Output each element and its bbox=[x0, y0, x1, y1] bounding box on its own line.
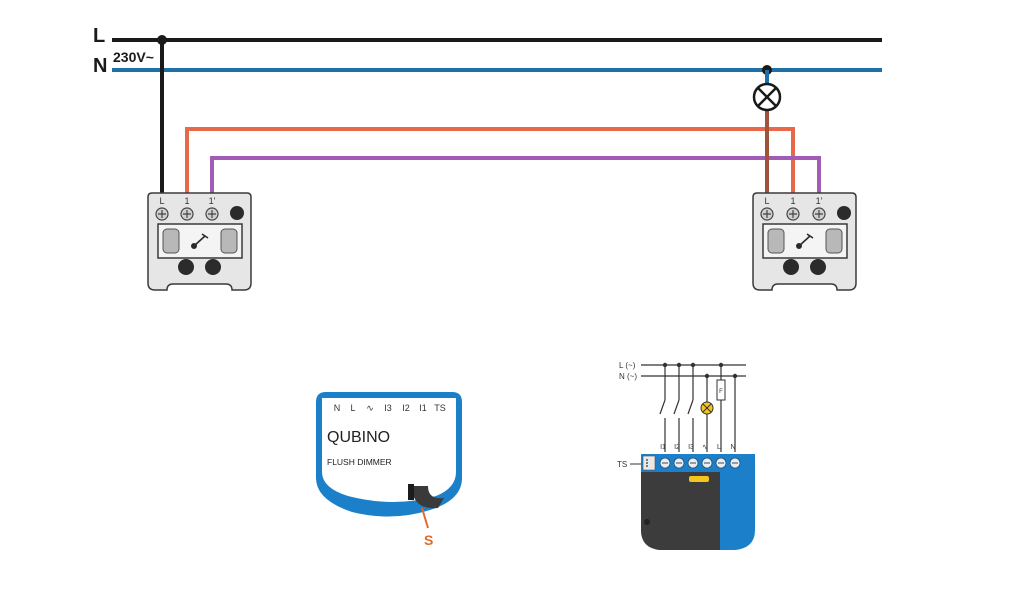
module-product: FLUSH DIMMER bbox=[327, 457, 392, 467]
schematic-terminal-labels: I1 I2 I3 ∿ L N bbox=[660, 444, 735, 451]
button-label: S bbox=[424, 532, 433, 548]
switch-left: L 1 1' bbox=[147, 192, 252, 291]
schematic-fuse-label: F bbox=[719, 389, 723, 395]
traveler-2-wire bbox=[210, 156, 821, 200]
module-terminal-n: N bbox=[334, 403, 341, 413]
switch-symbol-icon bbox=[190, 233, 209, 249]
schematic-neutral-label: N (~) bbox=[619, 372, 637, 381]
module-service-button bbox=[408, 484, 444, 509]
module-terminal-out: ∿ bbox=[366, 403, 374, 413]
neutral-label: N bbox=[93, 55, 107, 77]
switch-left-terminal-l: L bbox=[159, 196, 164, 206]
switch-left-terminal-1p: 1' bbox=[209, 196, 216, 206]
traveler-1-wire bbox=[185, 127, 795, 200]
switch-wires bbox=[160, 40, 821, 200]
lamp-icon bbox=[752, 82, 782, 112]
module-terminal-l: L bbox=[350, 403, 355, 413]
schematic-fuse-icon: F bbox=[716, 379, 726, 401]
switch-right-terminal-1: 1 bbox=[790, 196, 795, 206]
switch-right-terminal-l: L bbox=[764, 196, 769, 206]
module-brand: QUBINO bbox=[327, 429, 390, 446]
line-label: L bbox=[93, 25, 105, 47]
button-pointer-line bbox=[421, 507, 429, 529]
module-terminal-i1: I1 bbox=[419, 403, 427, 413]
schematic-terminal-i2: I2 bbox=[674, 444, 680, 451]
connection-schematic: L (~) N (~) bbox=[617, 361, 755, 550]
schematic-terminal-i3: I3 bbox=[688, 444, 694, 451]
schematic-terminal-i1: I1 bbox=[660, 444, 666, 451]
voltage-label: 230V~ bbox=[113, 49, 154, 65]
schematic-terminal-out: ∿ bbox=[702, 444, 708, 451]
module-terminal-labels: N L ∿ I3 I2 I1 TS bbox=[334, 403, 446, 413]
switch-left-terminal-1: 1 bbox=[184, 196, 189, 206]
schematic-line-label: L (~) bbox=[619, 361, 636, 370]
schematic-terminal-n: N bbox=[730, 444, 735, 451]
schematic-lamp-icon bbox=[700, 401, 714, 415]
switch-right: L 1 1' bbox=[752, 192, 857, 291]
module-terminal-i3: I3 bbox=[384, 403, 392, 413]
switch-symbol-icon bbox=[795, 233, 814, 249]
qubino-module: N L ∿ I3 I2 I1 TS QUBINO FLUSH DIMMER S bbox=[316, 392, 462, 548]
supply-lines: L N 230V~ bbox=[93, 25, 882, 77]
schematic-ts-label: TS bbox=[617, 460, 627, 469]
module-terminal-ts: TS bbox=[434, 403, 446, 413]
switch-right-terminal-1p: 1' bbox=[816, 196, 823, 206]
schematic-module bbox=[641, 454, 755, 550]
schematic-terminal-l: L bbox=[717, 444, 721, 451]
module-terminal-i2: I2 bbox=[402, 403, 410, 413]
